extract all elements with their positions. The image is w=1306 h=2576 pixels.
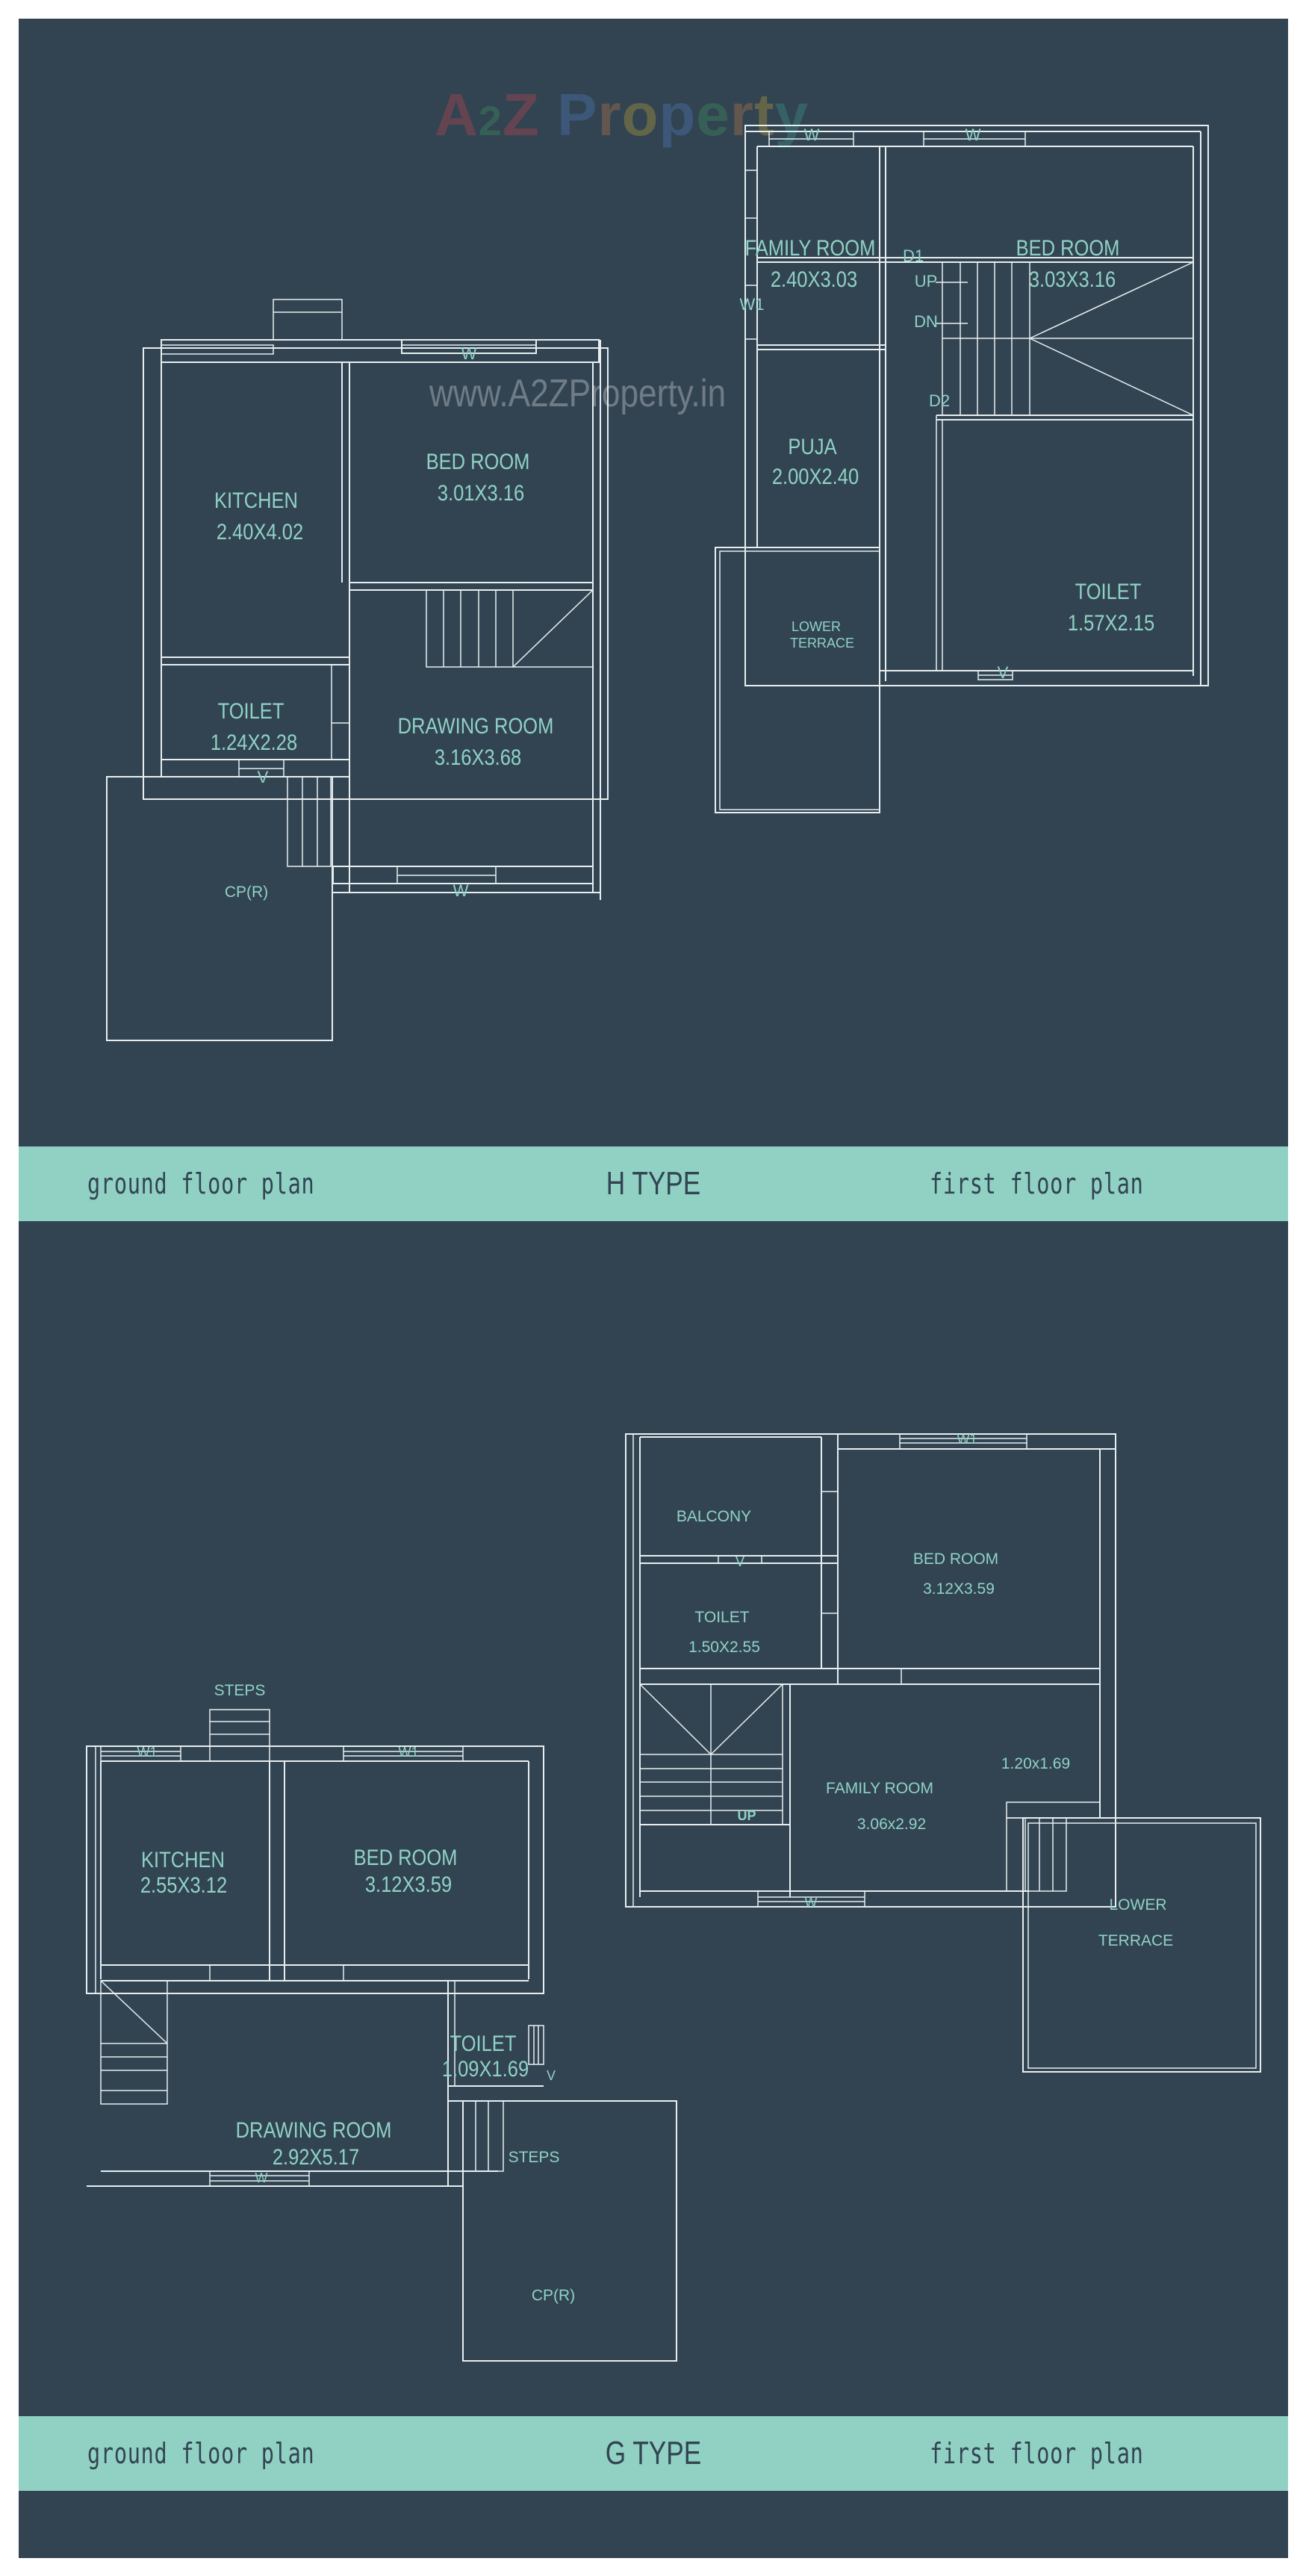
room-label-bed-room: BED ROOM [1016,236,1120,261]
drawing-canvas [19,19,1288,2558]
logo-letter: e [696,81,730,148]
h-type-band: ground floor plan H TYPE first floor pla… [19,1146,1288,1221]
room-label-bed-room: BED ROOM [426,450,530,474]
room-dims-bed-room: 3.03X3.16 [1028,267,1116,292]
room-dims-extra: 1.20x1.69 [1001,1755,1071,1772]
door-mark-d1: D1 [902,246,924,265]
room-label-puja: PUJA [788,435,837,459]
room-label-toilet: TOILET [694,1609,750,1626]
h-first-floor-walls [715,125,1209,813]
window-mark-w1: W1 [137,1745,158,1760]
logo-letter: o [621,81,659,148]
window-mark: W [255,2170,268,2185]
room-label-bed-room: BED ROOM [912,1551,999,1568]
room-label-lower-terrace-2: TERRACE [1098,1932,1174,1949]
logo-letter: p [659,81,697,148]
vent-mark: V [257,768,269,786]
stair-down-mark: DN [914,312,938,331]
g-first-floor-walls [625,1433,1261,2073]
room-dims-toilet: 1.57X2.15 [1067,611,1155,636]
ground-floor-plan-caption: ground floor plan [87,2437,315,2470]
a2z-property-logo-watermark: A2Z Property [435,81,809,149]
room-dims-puja: 2.00X2.40 [771,465,859,489]
logo-letter: Z [502,81,540,148]
window-mark: W [453,881,469,900]
room-label-toilet: TOILET [1075,580,1142,604]
room-dims-kitchen: 2.40X4.02 [216,520,304,544]
logo-letter: P [539,81,598,148]
window-mark-w1: W1 [739,295,765,314]
room-label-car-parking: CP(R) [531,2287,576,2304]
logo-letter: A [435,81,479,148]
logo-letter: r [597,81,622,148]
window-mark: W [965,125,981,144]
window-mark-w1: W1 [957,1432,977,1447]
room-dims-family-room: 3.06x2.92 [856,1816,927,1833]
room-label-lower-terrace-2: TERRACE [789,636,855,651]
room-label-balcony: BALCONY [676,1508,752,1525]
room-label-bed-room: BED ROOM [353,1846,458,1870]
room-dims-toilet: 1.09X1.69 [441,2057,529,2082]
logo-letter: r [730,81,754,148]
first-floor-plan-caption: first floor plan [930,1167,1144,1200]
room-dims-toilet: 1.24X2.28 [210,730,298,755]
logo-letter: t [753,81,775,148]
vent-mark: V [735,1554,745,1569]
room-label-lower-terrace: LOWER [791,619,842,634]
h-type-title: H TYPE [606,1165,701,1202]
h-ground-floor-walls [106,299,609,1041]
room-dims-family-room: 2.40X3.03 [770,267,858,292]
room-dims-drawing-room: 3.16X3.68 [434,745,522,770]
logo-letter: 2 [478,97,503,144]
vent-mark: V [997,663,1009,682]
room-dims-kitchen: 2.55X3.12 [140,1873,228,1898]
room-label-family-room: FAMILY ROOM [744,236,876,261]
first-floor-plan-caption: first floor plan [930,2437,1144,2470]
room-label-lower-terrace: LOWER [1109,1896,1167,1914]
room-label-drawing-room: DRAWING ROOM [397,714,554,739]
window-mark: W [461,344,477,363]
room-label-kitchen: KITCHEN [141,1848,225,1872]
logo-letter: y [774,81,809,148]
g-ground-floor-walls [86,1709,677,2362]
room-label-kitchen: KITCHEN [214,488,298,513]
steps-label: STEPS [508,2149,560,2166]
window-mark: W [803,125,820,144]
window-mark: W [804,1895,818,1910]
room-dims-bed-room: 3.12X3.59 [364,1872,453,1897]
room-dims-bed-room: 3.01X3.16 [437,481,525,506]
room-label-drawing-room: DRAWING ROOM [235,2118,392,2143]
room-label-car-parking: CP(R) [224,884,269,901]
vent-mark: V [546,2068,556,2083]
g-type-title: G TYPE [605,2435,702,2471]
room-label-toilet: TOILET [450,2032,517,2056]
g-type-band: ground floor plan G TYPE first floor pla… [19,2416,1288,2491]
door-mark-d2: D2 [928,391,951,410]
url-watermark: www.A2ZProperty.in [429,372,727,415]
ground-floor-plan-caption: ground floor plan [87,1167,315,1200]
steps-label: STEPS [214,1682,266,1699]
stair-up-mark: UP [737,1808,756,1823]
room-label-family-room: FAMILY ROOM [826,1780,933,1797]
room-label-toilet: TOILET [217,699,284,724]
room-dims-bed-room: 3.12X3.59 [923,1580,995,1598]
window-mark-w1: W1 [398,1745,419,1760]
room-dims-toilet: 1.50X2.55 [688,1639,760,1656]
room-dims-drawing-room: 2.92X5.17 [272,2145,360,2170]
stair-up-mark: UP [914,272,938,291]
